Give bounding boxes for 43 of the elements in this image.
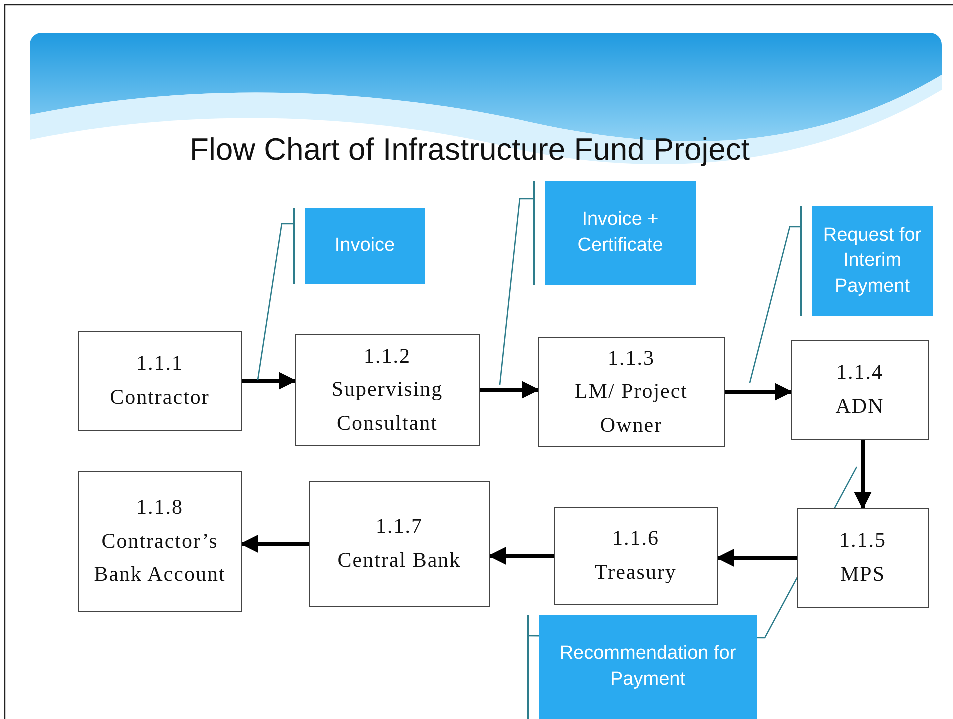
process-box [78,331,242,431]
step-number: 1.1.2 [364,342,411,370]
step-label: Contractor [110,384,210,411]
arrow [242,372,297,390]
process-box [791,340,929,440]
callout-box [527,615,757,719]
arrow [725,383,793,401]
step-number: 1.1.4 [836,359,884,386]
callout-box [533,181,696,285]
step-number: 1.1.1 [136,350,184,378]
diagram-title: Flow Chart of Infrastructure Fund Project [189,132,751,168]
arrow [480,381,540,399]
step-label: Supervising Consultant [330,376,444,437]
step-number: 1.1.5 [840,527,886,554]
process-box [78,471,242,612]
process-box [554,507,718,605]
arrow [854,440,872,510]
callout-text: Request for Interim Payment [822,224,923,299]
leader-line [749,226,800,384]
step-label: ADN [836,393,884,420]
arrow [716,549,797,567]
step-label: Treasury [595,559,677,586]
process-box [295,334,480,446]
arrow [240,535,309,553]
step-number: 1.1.3 [608,344,655,372]
step-number: 1.1.8 [136,494,184,522]
step-number: 1.1.6 [612,525,660,552]
process-box [797,508,929,608]
process-box [309,481,490,607]
callout-box [800,206,933,316]
callout-text: Recommendation for Payment [558,642,738,692]
leader-line [499,198,533,386]
callout-box [293,208,425,284]
step-label: LM/ Project Owner [574,378,690,439]
step-number: 1.1.7 [376,513,423,540]
step-label: Contractor’s Bank Account [93,528,227,588]
step-label: Central Bank [338,547,462,574]
step-label: MPS [840,561,886,588]
callout-text: Invoice + Certificate [576,208,664,258]
arrow [488,547,554,565]
leader-line [257,223,293,380]
callout-text: Invoice [334,234,396,258]
process-box [538,337,725,447]
